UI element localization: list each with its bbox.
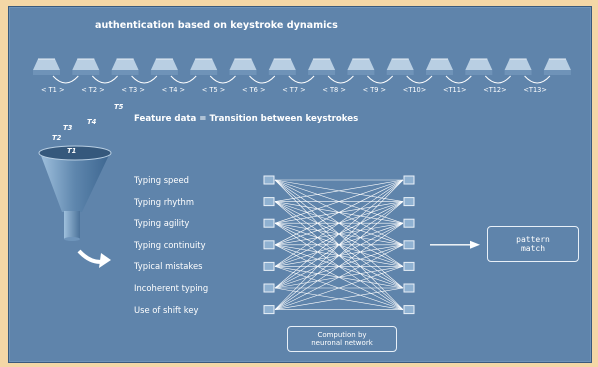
feature-label: Typing speed	[134, 175, 189, 185]
transition-arc	[209, 75, 236, 84]
feature-label: Incoherent typing	[134, 283, 209, 293]
feature-label: Typing continuity	[134, 239, 206, 250]
transition-arc	[524, 75, 551, 84]
funnel-spout-end	[64, 237, 80, 241]
transition-label: < T2 >	[81, 86, 105, 94]
output-node	[403, 283, 415, 293]
funnel-output-arrowhead	[99, 253, 111, 268]
network-edge	[274, 179, 404, 310]
key-icon	[150, 58, 178, 75]
feature-label: Typing rhythm	[134, 196, 195, 207]
transition-label: < T1 >	[41, 86, 65, 94]
transition-arc	[52, 75, 79, 84]
output-node	[403, 197, 415, 207]
feature-label: Typical mistakes	[134, 261, 203, 272]
transition-arc	[367, 75, 394, 84]
input-node	[263, 240, 275, 250]
key-icon	[386, 58, 414, 75]
transition-label: < T9 >	[362, 86, 387, 94]
network-edge	[274, 201, 404, 310]
key-icon	[504, 58, 532, 75]
key-icon	[111, 58, 139, 75]
key-icon	[347, 58, 375, 75]
key-icon	[426, 58, 453, 75]
funnel-cone	[40, 153, 110, 212]
network-edge	[274, 287, 404, 310]
network-edge	[274, 179, 404, 224]
key-icon	[33, 58, 60, 75]
input-node	[263, 218, 275, 228]
network-label: Compution by neuronal network	[311, 331, 373, 347]
key-icon	[268, 58, 296, 75]
output-node	[403, 175, 415, 185]
output-node	[403, 261, 415, 271]
transition-label: <T11>	[443, 86, 467, 94]
input-node	[263, 197, 275, 207]
transition-arc	[131, 75, 158, 84]
network-edge	[274, 179, 404, 289]
network-edge	[274, 179, 404, 267]
transition-arc	[288, 75, 315, 84]
output-node	[403, 218, 415, 228]
diagram-title: authentication based on keystroke dynami…	[95, 20, 338, 31]
network-label-box: Compution by neuronal network	[287, 326, 397, 352]
funnel-label: T5	[114, 103, 124, 111]
transition-label: <T13>	[523, 86, 547, 94]
transition-arc	[249, 75, 276, 84]
funnel-label: T4	[87, 118, 97, 126]
network-edge	[274, 179, 404, 246]
transition-arc	[327, 75, 354, 84]
output-node	[403, 305, 415, 315]
feature-label: Use of shift key	[134, 304, 199, 315]
transition-label: < T8 >	[322, 86, 346, 94]
input-node	[263, 175, 275, 185]
key-icon	[72, 58, 100, 75]
input-node	[263, 283, 275, 293]
transition-label: < T3 >	[121, 86, 145, 94]
transition-arc	[91, 75, 118, 84]
key-icon	[229, 58, 257, 75]
key-icon	[190, 58, 218, 75]
key-icon	[308, 58, 336, 75]
transition-label: < T7 >	[282, 86, 306, 94]
key-icon	[465, 58, 493, 75]
pattern-match-label: pattern match	[516, 235, 550, 253]
funnel-label: T1	[67, 147, 77, 155]
funnel-mouth	[38, 145, 112, 161]
network-edge	[274, 244, 404, 310]
transition-arc	[170, 75, 197, 84]
feature-title: Feature data = Transition between keystr…	[134, 114, 359, 124]
transition-label: < T4 >	[161, 86, 186, 94]
funnel-label: T2	[52, 134, 62, 142]
network-edge	[274, 266, 404, 310]
transition-arc	[445, 75, 472, 84]
output-arrowhead	[470, 240, 480, 249]
input-node	[263, 261, 275, 271]
feature-label: Typing agility	[134, 218, 190, 229]
transition-label: <T12>	[483, 86, 507, 94]
transition-arc	[406, 75, 433, 84]
transition-label: < T6 >	[242, 86, 266, 94]
network-edge	[274, 222, 404, 310]
transition-label: < T5 >	[201, 86, 226, 94]
transition-label: <T10>	[402, 86, 427, 94]
output-node	[403, 240, 415, 250]
transition-arc	[484, 75, 511, 84]
pattern-match-box: pattern match	[487, 226, 579, 262]
funnel-label: T3	[63, 124, 73, 132]
input-node	[263, 305, 275, 315]
funnel-spout	[64, 211, 80, 239]
network-edge	[274, 179, 404, 202]
key-icon	[543, 58, 571, 75]
